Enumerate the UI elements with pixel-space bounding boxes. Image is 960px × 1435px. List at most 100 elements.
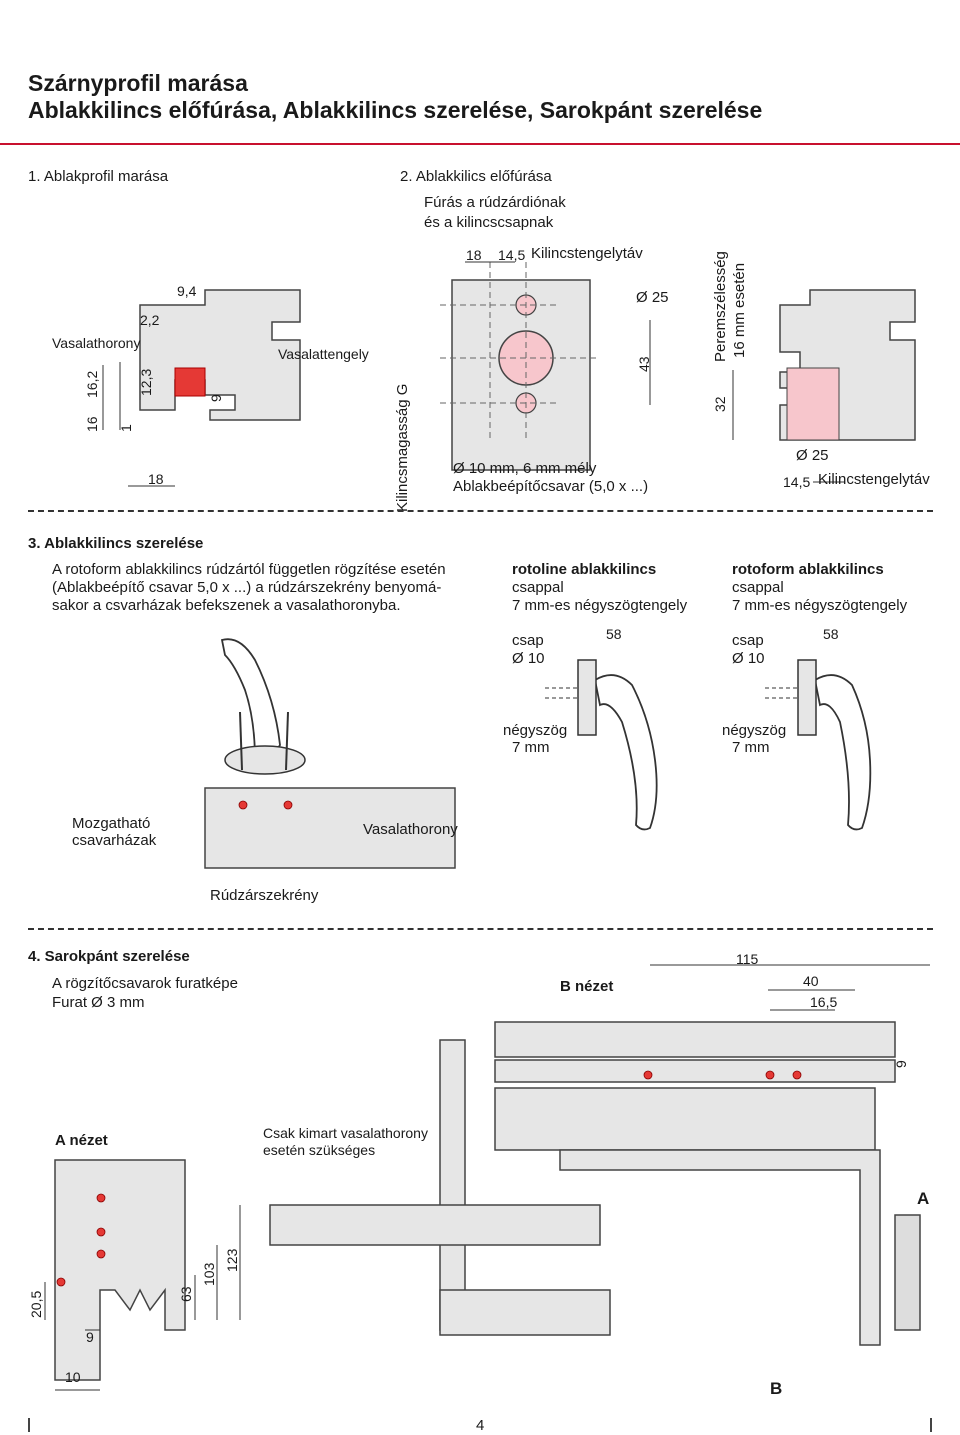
dim-43: 43 xyxy=(636,356,652,372)
section3-para1: A rotoform ablakkilincs rúdzártól függet… xyxy=(52,561,446,578)
handle-rotoform xyxy=(813,674,872,831)
page-title-line1: Szárnyprofil marása xyxy=(28,70,248,96)
dim-9: 9 xyxy=(208,394,224,402)
letter-a: A xyxy=(917,1189,930,1208)
hinge-vertical xyxy=(439,1039,466,1331)
aview-profile xyxy=(54,1159,186,1381)
section4-sub2: Furat Ø 3 mm xyxy=(52,994,145,1011)
dim-14-5-b: 14,5 xyxy=(783,474,811,490)
screw-hole xyxy=(96,1193,106,1203)
label-csak2: esetén szükséges xyxy=(263,1142,376,1158)
label-csak1: Csak kimart vasalathorony xyxy=(263,1125,428,1141)
screw-hole xyxy=(238,800,248,810)
rotoline-negyszog: négyszög xyxy=(503,722,568,739)
section2-heading: 2. Ablakkilics előfúrása xyxy=(400,168,552,185)
dim-115: 115 xyxy=(736,951,759,967)
handle-base-rotoline xyxy=(577,659,597,736)
label-rudzarszekreny: Rúdzárszekrény xyxy=(210,887,319,904)
rotoform-csap: csap xyxy=(732,632,764,649)
handle-rosette xyxy=(224,745,306,775)
bview-frame xyxy=(559,1149,881,1346)
section4-heading: 4. Sarokpánt szerelése xyxy=(28,948,190,965)
section3-para2: (Ablakbeépítő csavar 5,0 x ...) a rúdzár… xyxy=(52,579,442,596)
bview-bar-mid xyxy=(494,1059,896,1083)
dim-40: 40 xyxy=(803,973,819,989)
screw-hole xyxy=(643,1070,653,1080)
label-peremszelesseg: Peremszélesség xyxy=(712,251,729,362)
profile-section3 xyxy=(204,787,456,869)
rotoline-7mm: 7 mm xyxy=(512,739,550,756)
section-divider-1 xyxy=(28,510,933,512)
rotoform-o10: Ø 10 xyxy=(732,650,765,667)
title-rule xyxy=(0,143,960,145)
screw-hole xyxy=(792,1070,802,1080)
dim-103: 103 xyxy=(201,1262,217,1286)
label-kilincsmagassag: Kilincsmagasság G xyxy=(394,383,411,512)
bview-bar-wide xyxy=(494,1087,876,1151)
label-kilincstengelytav: Kilincstengelytáv xyxy=(531,245,643,262)
label-a-nezet: A nézet xyxy=(55,1132,108,1149)
dim-9-s4: 9 xyxy=(893,1060,909,1068)
dim-32: 32 xyxy=(712,396,728,412)
note-screw: Ablakbeépítőcsavar (5,0 x ...) xyxy=(453,478,649,495)
section2-sub2: és a kilincscsapnak xyxy=(424,214,554,231)
note-drill: Ø 10 mm, 6 mm mély xyxy=(453,460,597,477)
dim-16: 16 xyxy=(84,416,100,432)
dim-9-4: 9,4 xyxy=(177,283,197,299)
rotoform-sub2: 7 mm-es négyszögtengely xyxy=(732,597,908,614)
label-b-nezet: B nézet xyxy=(560,978,614,995)
rotoform-sub1: csappal xyxy=(732,579,784,596)
label-mozgathato2: csavarházak xyxy=(72,832,157,849)
label-vasalattengely: Vasalattengely xyxy=(278,346,369,362)
screw-hole xyxy=(765,1070,775,1080)
dim-12-3: 12,3 xyxy=(138,368,154,396)
rotoline-title: rotoline ablakkilincs xyxy=(512,561,657,578)
handle-rotoline xyxy=(593,674,658,831)
dim-16-2: 16,2 xyxy=(84,370,100,398)
rotoform-d58: 58 xyxy=(823,626,839,642)
screw-hole xyxy=(96,1227,106,1237)
dim-18: 18 xyxy=(148,471,164,487)
label-perem16: 16 mm esetén xyxy=(731,262,748,358)
handle-section3 xyxy=(220,638,281,761)
letter-b: B xyxy=(770,1379,783,1398)
section4-sub1: A rögzítőcsavarok furatképe xyxy=(52,975,238,992)
section3-para3: sakor a csvarházak befekszenek a vasalat… xyxy=(52,597,401,614)
hinge-horizontal xyxy=(269,1204,601,1246)
dim-10: 10 xyxy=(65,1369,81,1385)
rotoline-sub1: csappal xyxy=(512,579,564,596)
section3-heading: 3. Ablakkilincs szerelése xyxy=(28,535,204,552)
label-vasalathorony: Vasalathorony xyxy=(52,335,141,351)
milling-red xyxy=(174,367,206,397)
dim-1: 1 xyxy=(118,424,134,432)
label-kilincstengelytav-b: Kilincstengelytáv xyxy=(818,471,930,488)
rotoline-o10: Ø 10 xyxy=(512,650,545,667)
dim-o25: Ø 25 xyxy=(636,289,669,306)
dim-20-5: 20,5 xyxy=(28,1290,44,1318)
screw-hole xyxy=(56,1277,66,1287)
rotoform-7mm: 7 mm xyxy=(732,739,770,756)
footer-mark-right xyxy=(930,1418,932,1432)
dim-18-s2: 18 xyxy=(466,247,482,263)
footer-mark-left xyxy=(28,1418,30,1432)
rotoline-sub2: 7 mm-es négyszögtengely xyxy=(512,597,688,614)
dim-9b: 9 xyxy=(86,1329,94,1345)
rotoline-d58: 58 xyxy=(606,626,622,642)
screw-hole xyxy=(283,800,293,810)
dim-63: 63 xyxy=(178,1286,194,1302)
hinge-corner xyxy=(439,1289,611,1336)
rotoform-negyszog: négyszög xyxy=(722,722,787,739)
section-divider-2 xyxy=(28,928,933,930)
label-mozgathato1: Mozgatható xyxy=(72,815,151,832)
dim-o25-b: Ø 25 xyxy=(796,447,829,464)
rotoform-title: rotoform ablakkilincs xyxy=(732,561,884,578)
label-vasalathorony-s3: Vasalathorony xyxy=(363,821,458,838)
section2-sub1: Fúrás a rúdzárdiónak xyxy=(424,194,566,211)
bview-bar-top xyxy=(494,1021,896,1058)
rotoline-csap: csap xyxy=(512,632,544,649)
screw-hole xyxy=(96,1249,106,1259)
handle-base-rotoform xyxy=(797,659,817,736)
page-title-line2: Ablakkilincs előfúrása, Ablakkilincs sze… xyxy=(28,97,763,123)
dim-123: 123 xyxy=(224,1248,240,1272)
